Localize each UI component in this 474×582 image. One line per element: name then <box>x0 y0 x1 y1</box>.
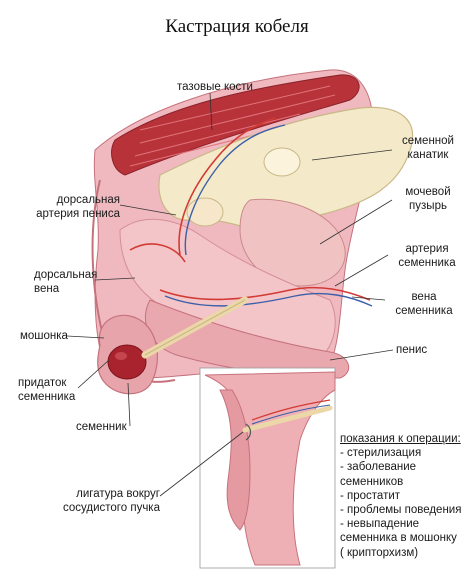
label-pelvic-bones-text: тазовые кости <box>177 81 253 93</box>
label-bladder-line2: пузырь <box>409 200 447 212</box>
arteries <box>129 117 371 301</box>
label-spermatic-cord-line2: канатик <box>407 149 449 161</box>
label-testicle-text: семенник <box>76 421 127 433</box>
veins <box>164 124 373 307</box>
indication-item: семенника в мошонку <box>340 532 457 545</box>
label-scrotum: мошонка <box>20 329 80 343</box>
label-testicle: семенник <box>76 420 156 434</box>
label-scrotum-text: мошонка <box>20 330 68 342</box>
bladder-shape <box>186 197 224 227</box>
label-dorsal-vein: дорсальная вена <box>34 268 114 296</box>
label-ligature: лигатура вокруг сосудистого пучка <box>30 487 160 515</box>
label-penis-text: пенис <box>396 344 428 356</box>
page-title: Кастрация кобеля <box>165 16 309 37</box>
indication-item: семенников <box>340 475 404 488</box>
label-testicular-artery-line2: семенника <box>398 257 456 269</box>
label-bladder-line1: мочевой <box>405 186 451 198</box>
label-spermatic-cord-line1: семенной <box>402 135 454 147</box>
inset-panel <box>199 367 336 569</box>
indications-list: показания к операции: - стерилизация - з… <box>340 432 472 560</box>
indication-item: ( крипторхизм) <box>340 546 419 559</box>
label-dorsal-vein-line2: вена <box>34 283 60 295</box>
label-dorsal-artery: дорсальная артерия пениса <box>2 193 120 221</box>
muscle-band <box>111 74 360 176</box>
label-epididymis-line1: придаток <box>18 377 67 389</box>
label-testicular-vein: вена семенника <box>378 290 470 318</box>
bone-knob <box>263 147 301 177</box>
testicle-shape <box>107 344 147 380</box>
label-epididymis: придаток семенника <box>18 376 98 404</box>
label-dorsal-artery-line1: дорсальная <box>56 194 120 206</box>
label-epididymis-line2: семенника <box>18 391 76 403</box>
indication-item: - стерилизация <box>340 447 422 460</box>
leader-lines <box>66 92 394 497</box>
muscle-striations <box>129 85 336 167</box>
label-pelvic-bones: тазовые кости <box>160 80 270 94</box>
indications-items: - стерилизация - заболевание семенников … <box>340 446 472 560</box>
indication-item: - простатит <box>340 489 401 502</box>
label-ligature-line1: лигатура вокруг <box>76 488 160 500</box>
label-dorsal-vein-line1: дорсальная <box>34 269 98 281</box>
label-penis: пенис <box>396 343 456 357</box>
label-testicular-artery: артерия семенника <box>382 242 472 270</box>
indication-item: - заболевание <box>340 461 417 474</box>
probe <box>141 296 249 359</box>
label-testicular-artery-line1: артерия <box>405 243 449 255</box>
label-testicular-vein-line2: семенника <box>395 305 453 317</box>
testicle-highlight <box>115 352 127 360</box>
label-spermatic-cord: семенной канатик <box>385 134 471 162</box>
indications-heading: показания к операции: <box>340 433 461 445</box>
label-testicular-vein-line1: вена <box>411 291 437 303</box>
label-ligature-line2: сосудистого пучка <box>63 502 160 514</box>
indication-item: - невыпадение <box>340 518 420 531</box>
bladder-region <box>239 198 346 287</box>
label-dorsal-artery-line2: артерия пениса <box>36 208 120 220</box>
indication-item: - проблемы поведения <box>340 504 462 517</box>
label-bladder: мочевой пузырь <box>388 185 468 213</box>
